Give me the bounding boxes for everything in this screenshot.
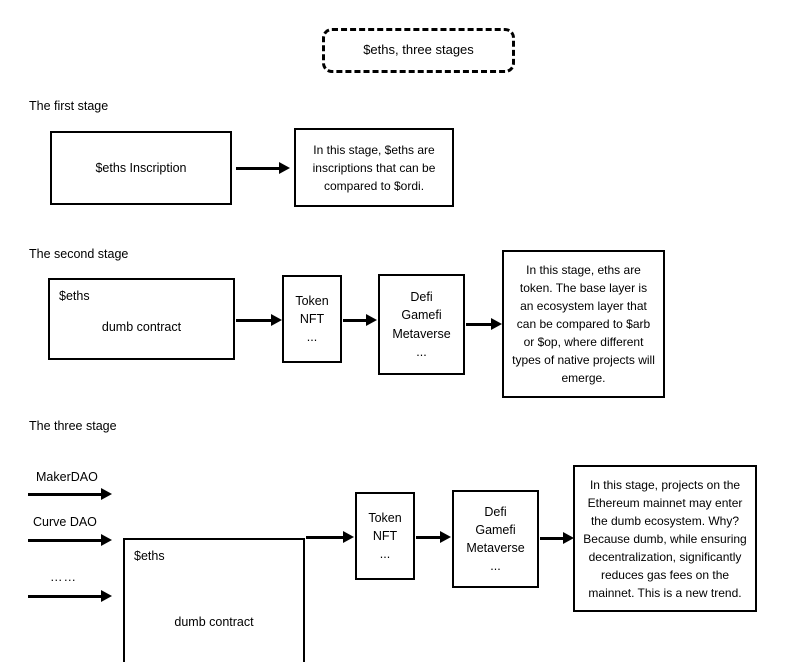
note-text: In this stage, projects on the Ethereum … — [583, 477, 747, 600]
node-line: ... — [490, 559, 501, 574]
node-line: Metaverse — [466, 541, 525, 555]
node-label: $eths Inscription — [95, 160, 187, 175]
node-line: NFT — [299, 311, 325, 326]
node-defi-gamefi-metaverse-stage3: Defi Gamefi Metaverse ... — [452, 490, 539, 588]
node-line: Gamefi — [401, 308, 442, 323]
node-eths-inscription: $eths Inscription — [50, 131, 232, 205]
arrow-shaft — [236, 318, 273, 322]
arrow-head-icon — [101, 487, 112, 500]
node-line: ... — [379, 547, 391, 562]
note-text: In this stage, $eths are inscriptions th… — [312, 142, 436, 193]
node-token-nft-stage2: Token NFT ... — [282, 275, 342, 363]
arrow-shaft — [466, 322, 493, 326]
input-label-curve-dao: Curve DAO — [33, 515, 97, 529]
node-line: Defi — [484, 504, 507, 519]
arrow-head-icon — [563, 531, 574, 544]
arrow-head-icon — [343, 530, 354, 543]
note-text: In this stage, eths are token. The base … — [512, 263, 655, 385]
diagram-title-label: $eths, three stages — [363, 42, 474, 58]
note-second-stage: In this stage, eths are token. The base … — [502, 250, 665, 398]
note-third-stage: In this stage, projects on the Ethereum … — [573, 465, 757, 612]
arrow-head-icon — [101, 533, 112, 546]
arrow-shaft — [28, 594, 103, 598]
node-eths-dumb-contract-stage3: $eths dumb contract — [123, 538, 305, 662]
node-line: Gamefi — [475, 522, 516, 537]
node-eths-dumb-contract-stage2: $eths dumb contract — [48, 278, 235, 360]
arrow-shaft — [28, 492, 103, 496]
arrow-head-icon — [440, 530, 451, 543]
node-defi-gamefi-metaverse-stage2: Defi Gamefi Metaverse ... — [378, 274, 465, 375]
node-line: Defi — [410, 290, 433, 305]
arrow-head-icon — [491, 317, 502, 330]
node-corner-label: $eths — [134, 549, 165, 563]
note-first-stage: In this stage, $eths are inscriptions th… — [294, 128, 454, 207]
stage-heading-first: The first stage — [29, 99, 109, 113]
arrow-shaft — [236, 166, 281, 170]
arrow-head-icon — [366, 313, 377, 326]
input-label-more: …… — [50, 570, 77, 584]
arrow-head-icon — [279, 161, 290, 174]
stage-heading-second: The second stage — [29, 247, 129, 261]
arrow-shaft — [416, 535, 442, 539]
node-line: Token — [295, 293, 329, 308]
node-line: Token — [368, 510, 402, 525]
arrow-head-icon — [271, 313, 282, 326]
arrow-shaft — [28, 538, 103, 542]
node-center-label: dumb contract — [174, 615, 254, 629]
node-token-nft-stage3: Token NFT ... — [355, 492, 415, 580]
node-line: NFT — [372, 528, 398, 543]
node-line: ... — [306, 330, 318, 345]
input-label-makerdao: MakerDAO — [36, 470, 98, 484]
arrow-shaft — [540, 536, 565, 540]
arrow-shaft — [306, 535, 345, 539]
node-line: ... — [416, 344, 427, 359]
diagram-title-box: $eths, three stages — [322, 28, 515, 73]
node-line: Metaverse — [392, 326, 451, 341]
node-center-label: dumb contract — [101, 320, 182, 334]
node-corner-label: $eths — [59, 289, 90, 303]
arrow-shaft — [343, 318, 368, 322]
stage-heading-third: The three stage — [29, 419, 117, 433]
arrow-head-icon — [101, 589, 112, 602]
